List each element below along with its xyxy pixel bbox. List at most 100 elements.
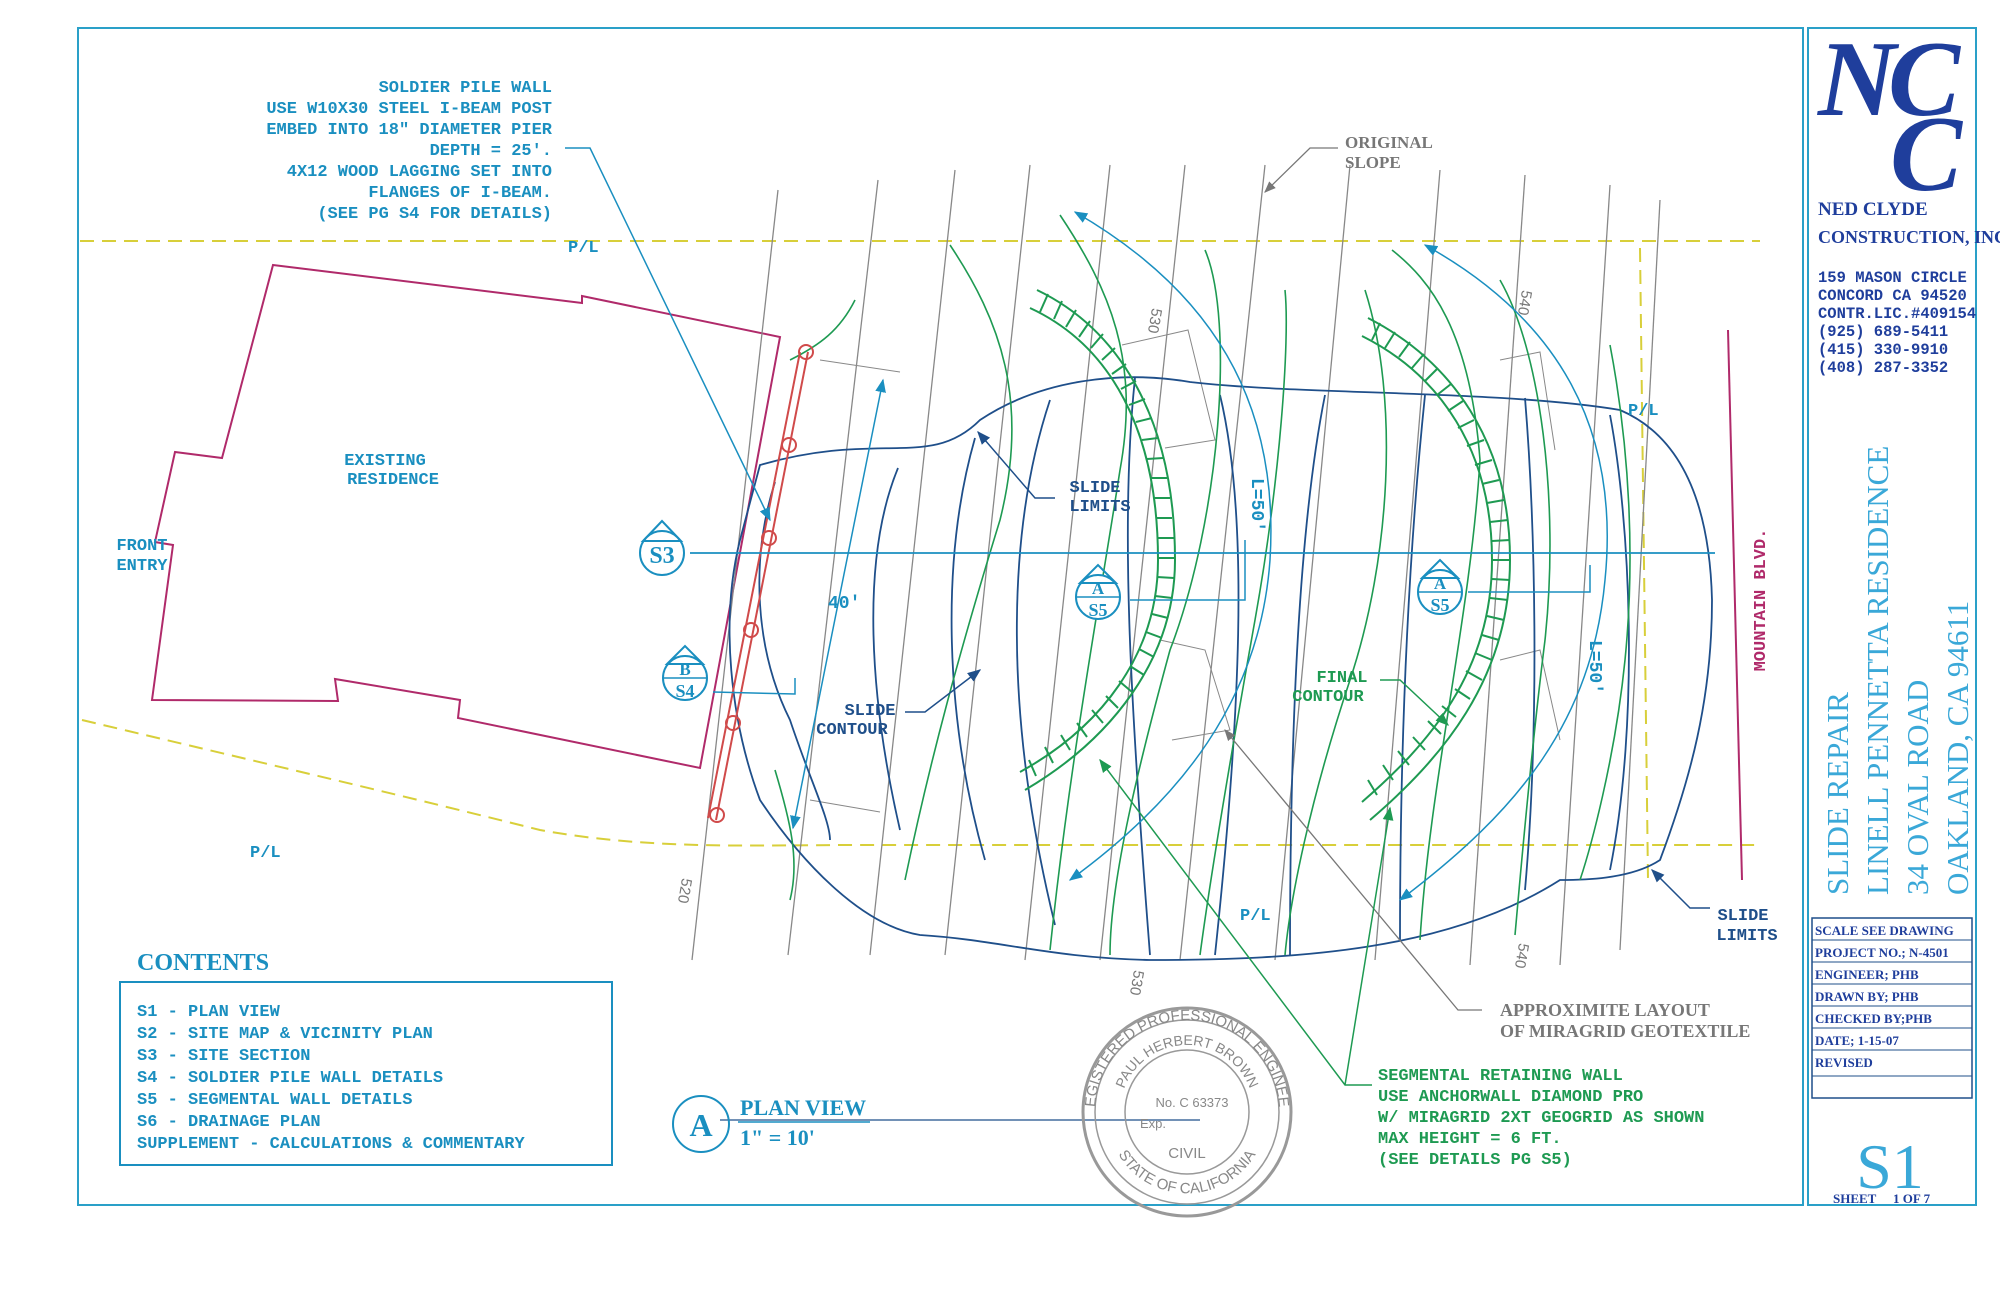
marker-s4-label: S4 [675, 681, 694, 701]
miragrid-line1: APPROXIMITE LAYOUT [1500, 1000, 1710, 1020]
slide-contours [728, 376, 1713, 961]
project-title-line4: OAKLAND, CA 94611 [1940, 601, 1975, 895]
section-marker-a-s5-right[interactable]: A S5 [1417, 558, 1463, 615]
drawing-border [77, 27, 1804, 1206]
property-lines [80, 240, 1760, 881]
title-strip-border [1807, 27, 1977, 1206]
stamp-number: No. C 63373 [1156, 1095, 1229, 1110]
marker-s3-label: S3 [649, 543, 674, 569]
front-entry-label: FRONT ENTRY [116, 537, 168, 576]
project-title: SLIDE REPAIR LINELL PENNETTA RESIDENCE 3… [1820, 446, 1975, 895]
contents-box [119, 981, 613, 1166]
company-name-line1: NED CLYDE [1818, 199, 1928, 220]
slide-limits-top-line2: LIMITS [1069, 498, 1130, 517]
tb-engineer: ENGINEER; PHB [1815, 967, 1919, 982]
pl-label-bottom: P/L [1240, 907, 1271, 926]
soldier-pile-note-line5: 4X12 WOOD LAGGING SET INTO [287, 163, 552, 182]
slide-limits-bottom-label: SLIDE LIMITS [1716, 907, 1777, 946]
contents-heading: CONTENTS [137, 950, 269, 976]
tb-revised: REVISED [1815, 1055, 1873, 1070]
soldier-pile-note-line3: EMBED INTO 18" DIAMETER PIER [266, 121, 552, 140]
dimension-l50-left-arc [1068, 211, 1272, 881]
marker-s5-label-right: S5 [1430, 595, 1449, 615]
pl-label-top: P/L [568, 239, 599, 258]
soldier-pile-leader [565, 147, 771, 522]
segmental-retaining-wall-left [1019, 289, 1177, 791]
tb-date: DATE; 1-15-07 [1815, 1033, 1899, 1048]
title-block-table [1811, 917, 1973, 1099]
tb-checked-by: CHECKED BY;PHB [1815, 1011, 1932, 1026]
title-block-fields: SCALE SEE DRAWING PROJECT NO.; N-4501 EN… [1815, 923, 1954, 1070]
sheet-label: SHEET [1833, 1191, 1877, 1206]
slide-limits-bottom-line1: SLIDE [1717, 907, 1768, 926]
marker-a-label-right: A [1434, 574, 1447, 593]
front-entry-line2: ENTRY [116, 557, 168, 576]
original-slope-line1: ORIGINAL [1345, 133, 1433, 152]
slide-limits-bottom-line2: LIMITS [1716, 927, 1777, 946]
tb-project-no: PROJECT NO.; N-4501 [1815, 945, 1949, 960]
section-line-s5-left [1130, 540, 1246, 601]
final-contour-label: FINAL CONTOUR [1292, 669, 1367, 707]
section-marker-a-s5-left[interactable]: A S5 [1075, 563, 1121, 620]
contents-item-s2[interactable]: S2 - SITE MAP & VICINITY PLAN [137, 1025, 433, 1044]
soldier-pile-note-line6: FLANGES OF I-BEAM. [368, 184, 552, 203]
company-phone2: (415) 330-9910 [1818, 341, 1948, 359]
contents-item-s4[interactable]: S4 - SOLDIER PILE WALL DETAILS [137, 1069, 443, 1088]
company-name-line2: CONSTRUCTION, INC. [1818, 227, 2000, 247]
dimension-40-line [790, 378, 886, 830]
tb-drawn-by: DRAWN BY; PHB [1815, 989, 1919, 1004]
mountain-blvd-line [1727, 329, 1743, 881]
contents-item-s3[interactable]: S3 - SITE SECTION [137, 1047, 310, 1066]
soldier-pile-note-line1: SOLDIER PILE WALL [379, 79, 552, 98]
existing-residence-outline [150, 263, 782, 770]
sheet-id: S1 [1856, 1131, 1924, 1202]
project-title-line1: SLIDE REPAIR [1820, 692, 1855, 895]
final-contour-line2: CONTOUR [1292, 688, 1364, 707]
marker-s5-label-left: S5 [1088, 600, 1107, 620]
slide-limits-top-line1: SLIDE [1069, 479, 1120, 498]
contents-item-s5[interactable]: S5 - SEGMENTAL WALL DETAILS [137, 1091, 412, 1110]
existing-residence-label: EXISTING RESIDENCE [344, 452, 439, 490]
segmental-wall-line3: W/ MIRAGRID 2XT GEOGRID AS SHOWN [1378, 1109, 1704, 1128]
logo-line1: NC [1817, 20, 1962, 139]
pl-label-left: P/L [250, 844, 281, 863]
soldier-pile-note-line4: DEPTH = 25'. [430, 142, 552, 161]
miragrid-leader [1224, 729, 1482, 1011]
project-title-line2: LINELL PENNETTA RESIDENCE [1860, 446, 1895, 895]
section-marker-s3[interactable]: S3 [639, 519, 685, 576]
slide-limits-top-leader [977, 430, 1055, 499]
original-slope-leader [1264, 147, 1338, 193]
section-line-s4 [712, 678, 796, 695]
miragrid-label: APPROXIMITE LAYOUT OF MIRAGRID GEOTEXTIL… [1500, 1000, 1750, 1041]
slide-contour-line1: SLIDE [844, 702, 895, 721]
segmental-wall-leader-2 [1344, 806, 1394, 1086]
contour-label-540-top: 540 [1514, 289, 1535, 317]
dimension-l50-left-label: L=50' [1246, 478, 1266, 532]
company-license: CONTR.LIC.#409154 [1818, 305, 1976, 323]
contents-list: S1 - PLAN VIEW S2 - SITE MAP & VICINITY … [137, 1003, 525, 1154]
stamp-exp: Exp. [1140, 1116, 1166, 1131]
slide-limits-bottom-leader [1651, 869, 1710, 909]
segmental-wall-note: SEGMENTAL RETAINING WALL USE ANCHORWALL … [1378, 1067, 1704, 1170]
soldier-pile-note: SOLDIER PILE WALL USE W10X30 STEEL I-BEA… [266, 79, 552, 224]
section-marker-b-s4[interactable]: B S4 [662, 644, 708, 701]
segmental-wall-line1: SEGMENTAL RETAINING WALL [1378, 1067, 1623, 1086]
segmental-wall-line4: MAX HEIGHT = 6 FT. [1378, 1130, 1562, 1149]
contents-item-supplement[interactable]: SUPPLEMENT - CALCULATIONS & COMMENTARY [137, 1135, 525, 1154]
mountain-blvd-label: MOUNTAIN BLVD. [1752, 529, 1771, 672]
original-slope-line2: SLOPE [1345, 153, 1401, 172]
plan-view-heading: PLAN VIEW [740, 1095, 866, 1120]
company-contact: 159 MASON CIRCLE CONCORD CA 94520 CONTR.… [1818, 269, 1976, 377]
contents-item-s1[interactable]: S1 - PLAN VIEW [137, 1003, 281, 1022]
sheet-count: 1 OF 7 [1893, 1191, 1931, 1206]
soldier-pile-wall [707, 344, 814, 823]
contour-label-530-top: 530 [1144, 307, 1165, 335]
tb-scale: SCALE SEE DRAWING [1815, 923, 1954, 938]
plan-view-title: A PLAN VIEW 1" = 10' [672, 1095, 870, 1153]
contour-label-530-bottom: 530 [1126, 969, 1147, 997]
contents-item-s6[interactable]: S6 - DRAINAGE PLAN [137, 1113, 321, 1132]
contour-label-540-bottom: 540 [1511, 942, 1532, 970]
front-entry-line1: FRONT [116, 537, 167, 556]
slide-contour-leader [905, 669, 982, 713]
